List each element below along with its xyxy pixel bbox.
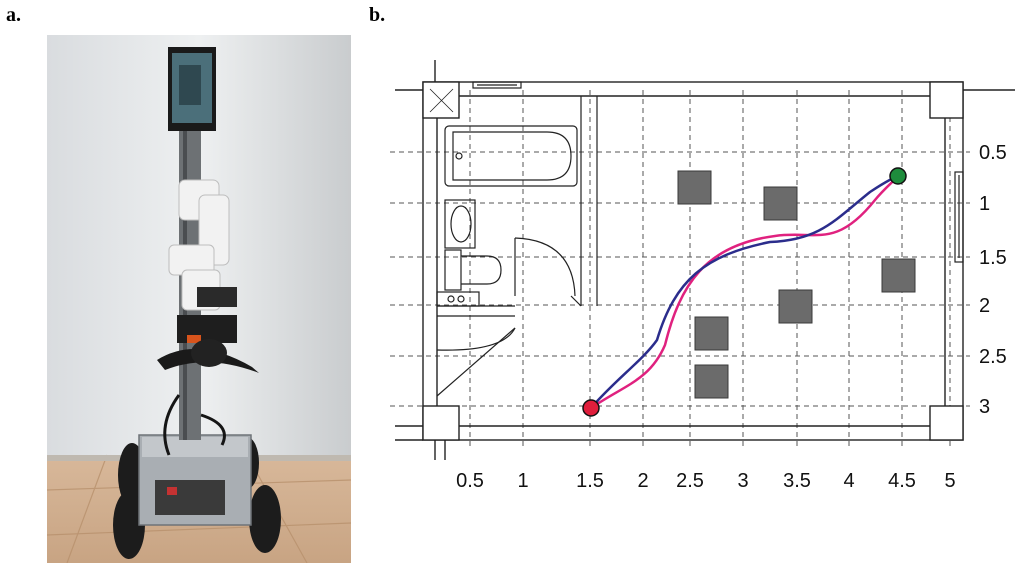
y-tick: 2.5: [979, 346, 1007, 368]
toilet: [444, 249, 462, 291]
y-tick: 3: [979, 396, 990, 418]
start-marker: [582, 399, 600, 417]
x-tick: 0.5: [456, 470, 484, 492]
y-tick: 2: [979, 295, 990, 317]
top-window: [472, 81, 522, 89]
obstacle: [694, 316, 729, 351]
obstacle: [881, 258, 916, 293]
x-tick: 2.5: [676, 470, 704, 492]
counter: [436, 291, 480, 307]
x-tick: 4: [843, 470, 854, 492]
x-tick: 1.5: [576, 470, 604, 492]
y-tick: 1: [979, 193, 990, 215]
obstacles: [677, 170, 916, 399]
planned-path: [590, 174, 899, 409]
x-tick: 4.5: [888, 470, 916, 492]
y-axis-ticks: 0.5 1 1.5 2 2.5 3: [979, 142, 1007, 418]
obstacle: [763, 186, 798, 221]
right-window: [954, 171, 964, 263]
corner-columns: [422, 81, 964, 441]
x-tick: 2: [637, 470, 648, 492]
x-tick: 3.5: [783, 470, 811, 492]
y-tick: 1.5: [979, 247, 1007, 269]
robot-gripper: [177, 315, 237, 343]
obstacle: [694, 364, 729, 399]
y-tick: 0.5: [979, 142, 1007, 164]
executed-path: [590, 175, 899, 410]
x-tick: 1: [517, 470, 528, 492]
obstacle: [677, 170, 712, 205]
sink: [444, 199, 476, 249]
floor-plan: 0.5 1 1.5 2 2.5 3 3.5 4 4.5 5 0.5 1 1.5 …: [390, 60, 1015, 492]
walls: [395, 60, 1015, 460]
bathroom: [436, 96, 598, 317]
goal-marker: [889, 167, 907, 185]
x-axis-ticks: 0.5 1 1.5 2 2.5 3 3.5 4 4.5 5: [456, 470, 955, 492]
x-tick: 3: [737, 470, 748, 492]
x-tick: 5: [944, 470, 955, 492]
panel-a-label: a.: [6, 4, 21, 26]
robot-photo: [47, 35, 351, 563]
panel-b-label: b.: [369, 4, 386, 26]
entrance-door: [436, 327, 516, 397]
bathtub: [444, 125, 578, 187]
obstacle: [778, 289, 813, 324]
